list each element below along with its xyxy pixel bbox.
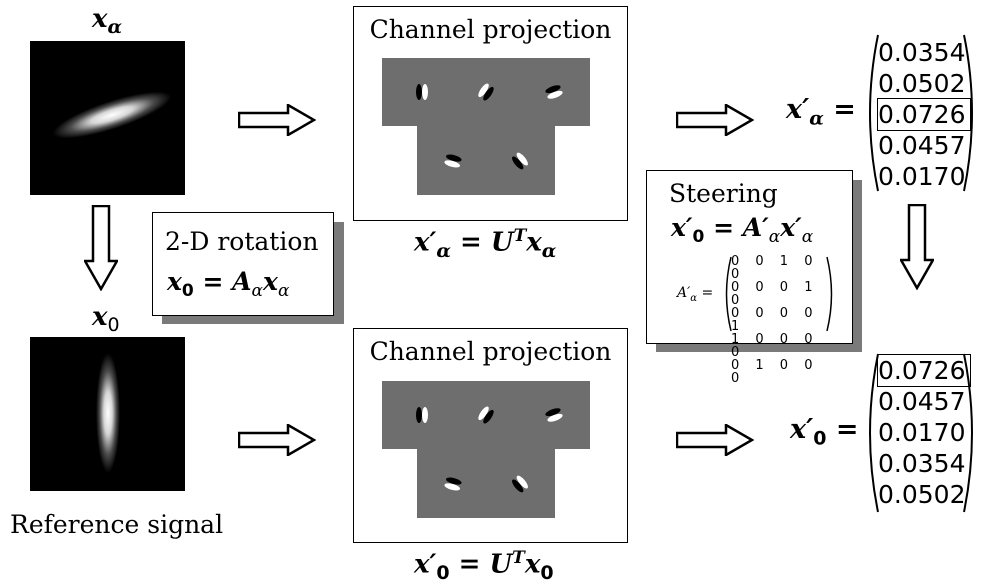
channel-kernel-1	[416, 84, 428, 100]
rotation-note-equation: x0 = Aαxα	[167, 267, 290, 301]
channel-tiles-top-row1	[382, 58, 590, 126]
vector-top-label: x′α =	[786, 94, 856, 130]
reference-signal-image	[30, 337, 185, 491]
channel-projection-top-title: Channel projection	[369, 15, 612, 44]
channel-kernel-5	[512, 152, 528, 170]
vector-top-right-paren	[963, 34, 973, 192]
rotated-signal-image	[30, 41, 185, 195]
rotation-note-title: 2-D rotation	[165, 227, 319, 256]
rotation-note: 2-D rotation x0 = Aαxα	[152, 212, 334, 316]
steering-matrix: 0 0 1 0 0 0 0 0 1 0 0 0 0 0 1 1 0 0 0 0 …	[731, 255, 839, 385]
vector-bottom-label: x′0 =	[790, 414, 859, 450]
label-x-alpha: xα	[92, 4, 123, 39]
channel-kernel-b4	[444, 477, 462, 491]
label-x-zero: x0	[92, 302, 120, 337]
vector-value: 0.0170	[878, 162, 966, 191]
projection-top-caption: x′α = UTxα	[414, 226, 557, 262]
vector-bottom-right-paren	[963, 353, 973, 513]
channel-kernel-b5	[512, 475, 528, 493]
arrow-right-top-2	[676, 104, 754, 136]
steering-note-title: Steering	[669, 179, 778, 208]
vector-value: 0.0502	[878, 480, 966, 509]
vector-value: 0.0726	[877, 98, 971, 131]
matrix-right-paren	[826, 256, 833, 332]
vector-value: 0.0457	[878, 387, 966, 416]
channel-kernel-b2	[478, 406, 494, 424]
channel-tiles-bottom-row2	[417, 449, 555, 518]
matrix-row: 0 0 0 1 0	[731, 280, 819, 308]
reference-signal-label: Reference signal	[10, 510, 224, 539]
channel-tiles-top-row2	[417, 126, 555, 195]
vector-value: 0.0457	[878, 131, 966, 160]
arrow-right-bottom-1	[238, 424, 316, 456]
vector-top-values: 0.0354 0.0502 0.0726 0.0457 0.0170	[877, 37, 971, 192]
channel-projection-bottom-title: Channel projection	[369, 337, 612, 366]
vector-value: 0.0726	[877, 354, 971, 387]
steering-note: Steering x′0 = A′αx′α A′α = 0 0 1 0 0 0 …	[646, 170, 853, 385]
channel-kernel-3	[545, 85, 563, 99]
channel-tiles-bottom-row1	[382, 381, 590, 449]
arrow-down-right	[900, 204, 934, 290]
matrix-row: 0 0 0 0 1	[731, 306, 819, 334]
matrix-row: 1 0 0 0 0	[731, 332, 819, 360]
arrow-right-top-1	[238, 104, 316, 136]
channel-kernel-b1	[416, 407, 428, 423]
vector-top-left-paren	[869, 34, 879, 192]
vector-value: 0.0354	[878, 449, 966, 478]
channel-kernel-4	[444, 154, 462, 168]
vector-value: 0.0170	[878, 418, 966, 447]
vector-bottom-left-paren	[869, 353, 879, 513]
steering-matrix-label: A′α =	[677, 285, 714, 304]
matrix-left-paren	[725, 256, 732, 332]
vector-value: 0.0502	[878, 69, 966, 98]
channel-kernel-b3	[545, 408, 563, 422]
projection-bottom-caption: x′0 = UTx0	[414, 548, 554, 584]
vector-bottom-values: 0.0726 0.0457 0.0170 0.0354 0.0502	[877, 354, 971, 510]
matrix-row: 0 0 1 0 0	[731, 254, 819, 282]
channel-kernel-2	[478, 83, 494, 101]
arrow-right-bottom-2	[676, 424, 754, 456]
vector-value: 0.0354	[878, 38, 966, 67]
matrix-row: 0 1 0 0 0	[731, 358, 819, 386]
steering-note-equation: x′0 = A′αx′α	[671, 213, 814, 247]
arrow-down-left	[84, 205, 118, 291]
